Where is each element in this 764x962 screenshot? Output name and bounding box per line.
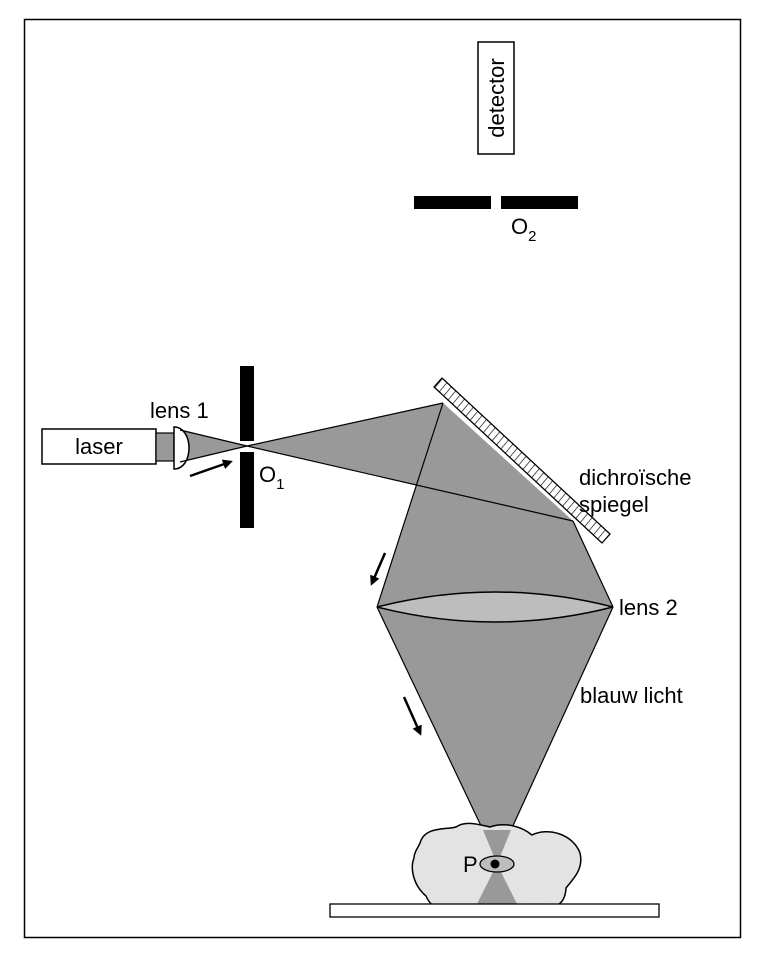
point-p-label: P	[463, 852, 478, 877]
detector: detector	[477, 41, 515, 155]
lens-1: lens 1	[150, 398, 209, 470]
pinhole-o2: O2	[414, 196, 578, 245]
lens2-label: lens 2	[619, 595, 678, 620]
laser-aperture	[155, 432, 175, 462]
arrow-icon	[370, 552, 387, 586]
mirror-label-line1: dichroïsche	[579, 465, 692, 490]
focal-cone-lower	[477, 864, 517, 904]
arrow-icon	[189, 459, 233, 478]
o2-label: O2	[511, 214, 536, 245]
detector-label: detector	[484, 58, 509, 138]
point-p-marker	[490, 859, 500, 869]
laser: laser	[41, 428, 175, 465]
lens-2: lens 2	[376, 591, 678, 623]
light-beam	[180, 403, 613, 830]
pinhole-o1: O1	[240, 366, 284, 528]
blue-light-label: blauw licht	[580, 683, 683, 708]
arrow-icon	[402, 696, 422, 736]
dichroic-mirror: dichroïsche spiegel	[433, 377, 692, 544]
beam-lens1-to-focus	[180, 430, 247, 462]
laser-label: laser	[75, 434, 123, 459]
focal-cone-upper	[483, 830, 511, 864]
specimen: P	[411, 822, 582, 914]
beam-lens2-to-focus	[377, 607, 613, 830]
beam-mirror-to-lens2	[377, 403, 613, 607]
direction-arrows	[189, 459, 422, 736]
lens1-label: lens 1	[150, 398, 209, 423]
beam-edges	[179, 402, 614, 831]
diagram-frame	[23, 18, 742, 939]
o1-label: O1	[259, 462, 284, 493]
mirror-label-line2: spiegel	[579, 492, 649, 517]
microscope-slide	[329, 903, 660, 918]
